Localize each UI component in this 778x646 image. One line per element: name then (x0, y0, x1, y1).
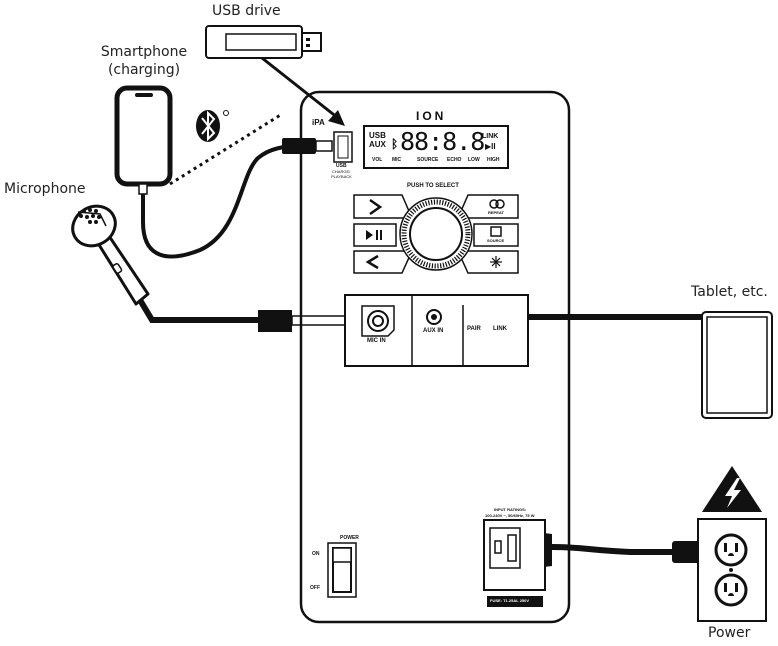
on-label: ON (312, 551, 320, 557)
mic-in-label: MIC IN (367, 338, 386, 344)
microphone-label: Microphone (4, 181, 86, 197)
next-button[interactable] (353, 194, 414, 219)
display-link: LINK (482, 133, 499, 140)
usb-port-label: USB (336, 163, 347, 169)
select-knob[interactable] (399, 197, 473, 271)
ipa-label: iPA (312, 118, 325, 127)
tablet (701, 311, 773, 419)
smartphone-note-label: (charging) (107, 62, 181, 78)
off-label: OFF (310, 585, 320, 591)
display-usb: USB (369, 131, 386, 140)
display-source: SOURCE (417, 157, 439, 163)
display-aux: AUX (369, 140, 386, 149)
fuse-label-box (487, 596, 543, 607)
usb-drive-arrow (261, 56, 339, 120)
light-icon (490, 256, 502, 268)
usb-port-sub2: PLAYBACK (331, 174, 352, 179)
usb-port-sub1: CHARGE/ (332, 169, 351, 174)
smartphone (114, 85, 173, 195)
prev-button[interactable] (353, 250, 414, 274)
repeat-label: REPEAT (488, 210, 504, 215)
pair-label: PAIR (467, 326, 481, 332)
mic-grille-dots (79, 208, 101, 224)
lcd-display (363, 125, 509, 169)
light-button[interactable] (456, 250, 519, 274)
mic-cable (137, 298, 260, 323)
usb-drive-arrowhead (328, 110, 345, 126)
usb-plug-body (282, 138, 316, 154)
source-label: SOURCE (487, 238, 505, 243)
display-bt-icon: ᛒ (391, 137, 399, 151)
usb-plug-tip (315, 140, 333, 152)
usb-drive (205, 25, 322, 59)
link-label: LINK (493, 326, 507, 332)
push-to-select-label: PUSH TO SELECT (407, 183, 459, 189)
display-echo: ECHO (447, 157, 462, 163)
bluetooth-icon (196, 110, 229, 142)
play-pause-button[interactable] (353, 223, 397, 247)
brand-logo: ION (416, 109, 447, 123)
smartphone-label: Smartphone (100, 44, 188, 60)
display-play-icon: ▶II (485, 142, 496, 151)
power-switch-label: POWER (340, 535, 359, 541)
display-vol: VOL (372, 157, 383, 163)
power-outlet (697, 518, 767, 622)
aux-in-label: AUX IN (423, 328, 444, 334)
power-cable (551, 544, 690, 555)
display-low: LOW (468, 157, 480, 163)
usb-drive-label: USB drive (212, 3, 281, 19)
input-rating-value: 100-240V ~, 50/60Hz, 75 W (485, 513, 535, 518)
phone-charging-cable (141, 144, 301, 259)
mic-plug-body (258, 310, 292, 332)
input-rating-title: INPUT RATINGS: (494, 507, 527, 512)
display-digits: 88:8.8 (400, 127, 485, 156)
warning-icon (702, 466, 762, 512)
control-buttons (353, 194, 519, 274)
speaker-panel (299, 90, 571, 624)
fuse-label: FUSE: T1.25AL 250V (490, 598, 530, 603)
microphone (71, 204, 150, 306)
display-mic: MIC (392, 157, 402, 163)
bluetooth-link-dotted (169, 112, 283, 186)
display-high: HIGH (487, 157, 500, 163)
power-label: Power (708, 625, 751, 641)
tablet-label: Tablet, etc. (691, 284, 768, 300)
